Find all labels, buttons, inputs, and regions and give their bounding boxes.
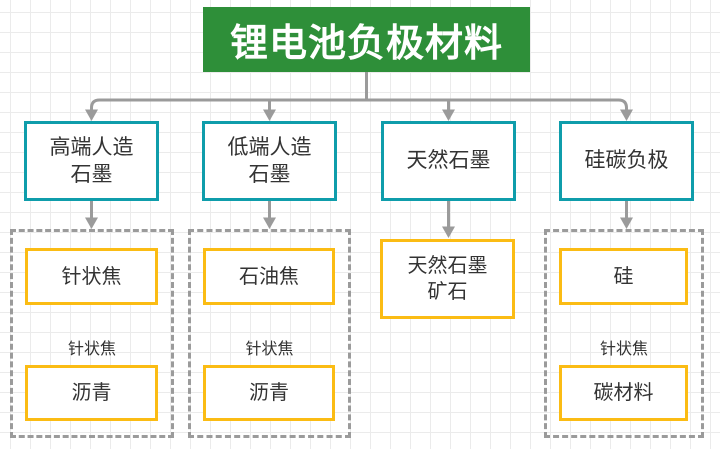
- leaf-node-needle-coke[interactable]: 针状焦: [25, 248, 158, 305]
- leaf-node-natural-graphite-ore[interactable]: 天然石墨 矿石: [380, 239, 515, 319]
- arrowhead-child-4: [620, 217, 633, 229]
- leaf-node-carbon-material[interactable]: 碳材料: [559, 365, 688, 421]
- arrowhead-branch-2: [263, 109, 276, 121]
- branch-node-high-end-artificial-graphite[interactable]: 高端人造 石墨: [24, 121, 159, 201]
- group-note-needle-coke: 针状焦: [599, 341, 648, 358]
- group-low-end-artificial-graphite[interactable]: 石油焦 针状焦 沥青: [188, 229, 351, 438]
- leaf-node-silicon[interactable]: 硅: [559, 248, 688, 305]
- leaf-node-pitch[interactable]: 沥青: [203, 365, 335, 421]
- arrowhead-branch-4: [620, 109, 633, 121]
- arrowhead-child-1: [85, 217, 98, 229]
- leaf-node-pitch[interactable]: 沥青: [25, 365, 158, 421]
- arrowhead-child-3: [442, 226, 455, 238]
- connector-main-rail: [90, 98, 628, 110]
- root-node-title[interactable]: 锂电池负极材料: [203, 7, 530, 72]
- arrowhead-branch-3: [442, 109, 455, 121]
- arrowhead-child-2: [263, 217, 276, 229]
- branch-node-natural-graphite[interactable]: 天然石墨: [381, 121, 516, 201]
- leaf-node-petroleum-coke[interactable]: 石油焦: [203, 248, 335, 305]
- group-high-end-artificial-graphite[interactable]: 针状焦 针状焦 沥青: [10, 229, 174, 438]
- branch-node-low-end-artificial-graphite[interactable]: 低端人造 石墨: [202, 121, 337, 201]
- arrowhead-branch-1: [85, 109, 98, 121]
- group-note-needle-coke: 针状焦: [245, 341, 294, 358]
- branch-node-silicon-carbon-anode[interactable]: 硅碳负极: [559, 121, 694, 201]
- group-note-needle-coke: 针状焦: [67, 341, 116, 358]
- group-silicon-carbon-anode[interactable]: 硅 针状焦 碳材料: [544, 229, 704, 438]
